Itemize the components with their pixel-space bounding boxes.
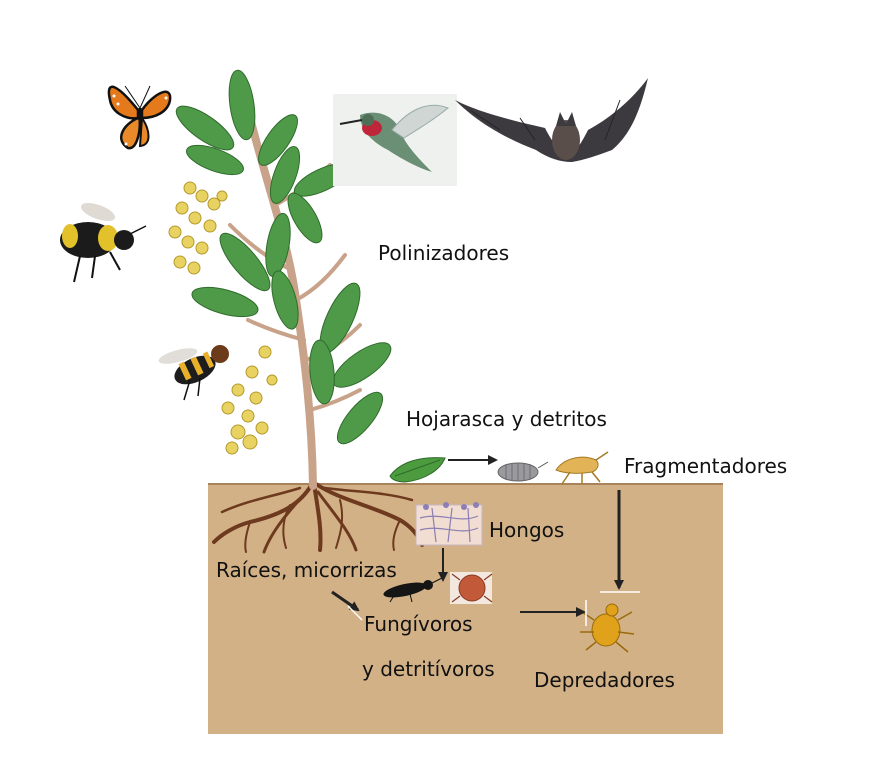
beetle-icon (383, 577, 443, 603)
bumblebee-icon (60, 202, 147, 283)
label-roots: Raíces, micorrizas (216, 558, 397, 582)
label-litter: Hojarasca y detritos (406, 407, 607, 431)
label-fungi: Hongos (489, 518, 565, 542)
label-predators: Depredadores (534, 668, 675, 692)
mite-icon (450, 572, 493, 604)
springtail-icon (555, 451, 609, 485)
arrow-target-ticks (347, 591, 640, 626)
roots-icon (212, 482, 424, 554)
hoverfly-icon (158, 345, 229, 401)
predatory-mite-icon (580, 603, 635, 653)
plant-leaves (175, 69, 392, 445)
label-pollinators: Polinizadores (378, 241, 510, 265)
label-fungivores-line2: y detritívoros (362, 657, 495, 681)
fungal-hyphae-icon (415, 502, 483, 546)
label-fungivores-line1: Fungívoros (364, 612, 473, 636)
arrows (331, 455, 624, 617)
leaf-litter-icon (389, 457, 446, 483)
hummingbird-icon (333, 94, 457, 186)
arrow-roots-to-fungivores (331, 590, 360, 612)
monarch-butterfly-icon (107, 85, 172, 150)
bat-icon (455, 78, 648, 162)
isopod-icon (497, 461, 549, 482)
flower-cluster-upper (168, 181, 228, 275)
label-shredders: Fragmentadores (624, 454, 788, 478)
flower-cluster-lower (221, 345, 278, 455)
